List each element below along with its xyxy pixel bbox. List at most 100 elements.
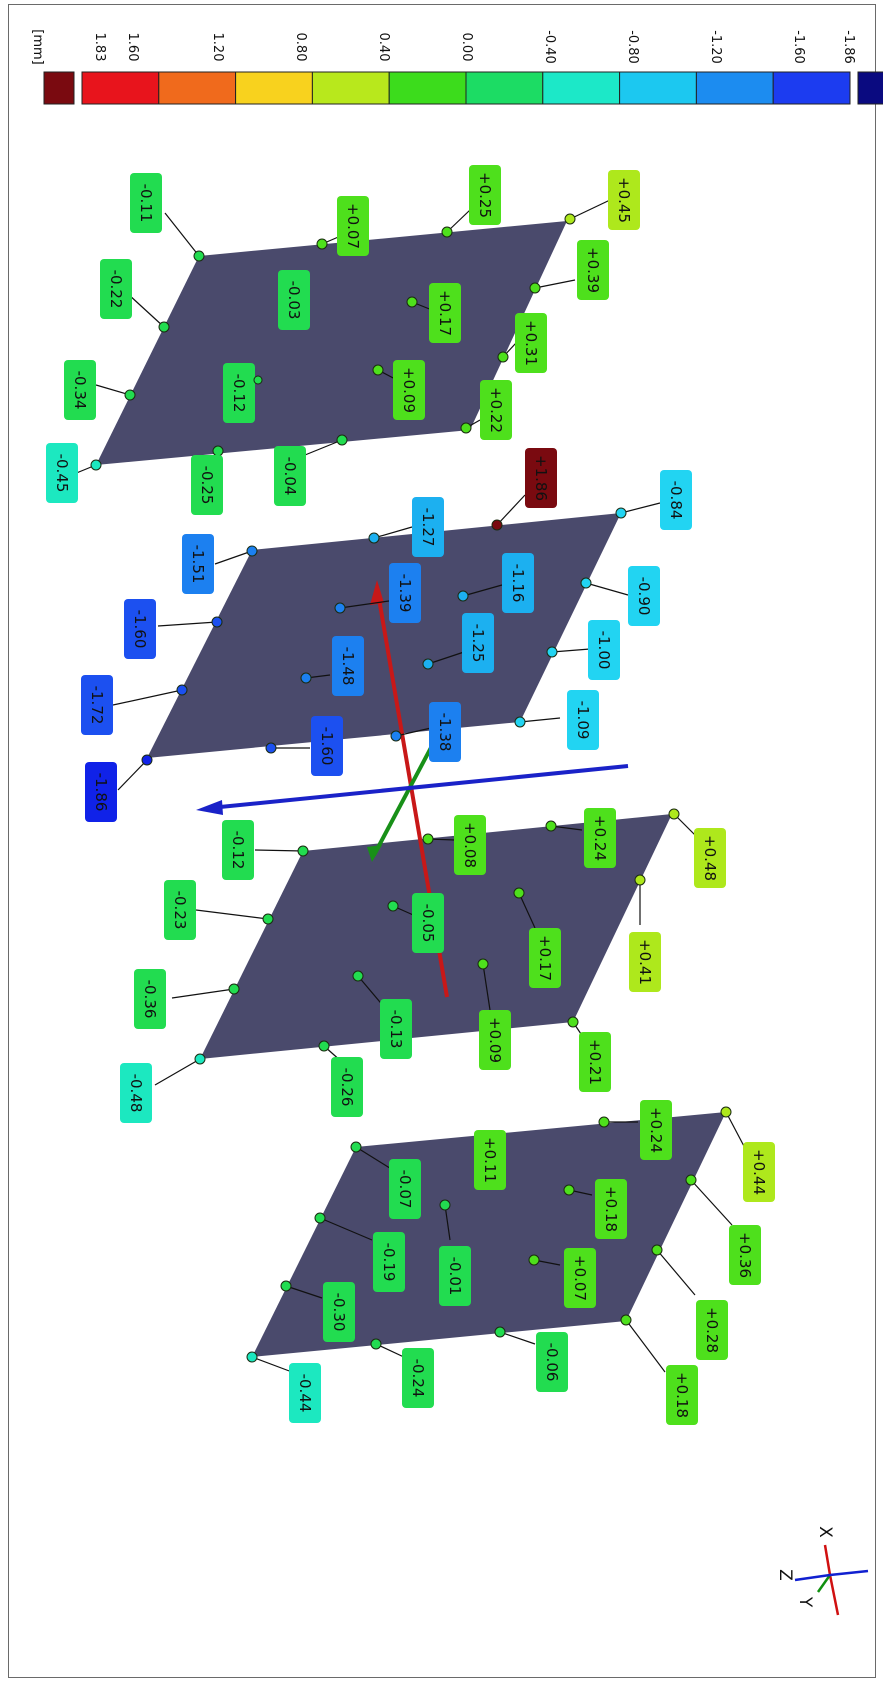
marker-p4-14[interactable]: -0.06	[494, 1326, 568, 1392]
marker-p1-11[interactable]: +0.09	[372, 360, 425, 420]
marker-p2-3[interactable]: -1.27	[368, 497, 444, 557]
svg-text:-1.48: -1.48	[339, 647, 357, 686]
marker-p2-15[interactable]: -1.60	[265, 716, 343, 776]
marker-p2-1[interactable]: +1.86	[491, 448, 557, 531]
marker-p2-4[interactable]: -1.51	[182, 534, 258, 594]
marker-p4-3[interactable]: -0.07	[350, 1141, 421, 1219]
color-legend: [mm] 1.83 1.60 1.20 0.80 0.40 0.00 -0.40…	[30, 29, 883, 105]
svg-text:-0.23: -0.23	[171, 891, 189, 930]
marker-p4-7[interactable]: -0.01	[439, 1199, 471, 1306]
svg-text:-0.03: -0.03	[285, 281, 303, 320]
marker-p1-10[interactable]: -0.12	[223, 363, 263, 423]
marker-p3-14[interactable]: -0.26	[318, 1040, 363, 1117]
svg-text:-0.13: -0.13	[387, 1010, 405, 1049]
svg-text:-0.90: -0.90	[635, 577, 653, 616]
marker-p4-13[interactable]: -0.24	[370, 1338, 434, 1408]
legend-tick: -0.80	[625, 30, 640, 64]
marker-p3-6[interactable]: -0.05	[387, 893, 444, 953]
marker-p4-4[interactable]: +0.18	[563, 1179, 627, 1239]
marker-p1-5[interactable]: -0.22	[100, 259, 170, 333]
marker-p3-4[interactable]: +0.48	[668, 808, 726, 888]
marker-p4-2[interactable]: +0.24	[598, 1100, 672, 1160]
svg-text:-0.22: -0.22	[107, 270, 125, 309]
svg-text:+0.18: +0.18	[602, 1186, 620, 1232]
marker-p2-6[interactable]: -1.16	[457, 553, 534, 613]
marker-p3-10[interactable]: -0.13	[352, 970, 412, 1059]
marker-p2-16[interactable]: -1.86	[85, 754, 153, 822]
legend-unit: [mm]	[30, 29, 45, 64]
legend-band	[158, 71, 237, 105]
svg-text:-0.34: -0.34	[71, 371, 89, 410]
marker-p2-10[interactable]: -1.00	[546, 620, 620, 680]
plate-4[interactable]	[252, 1112, 726, 1357]
marker-p3-5[interactable]: -0.23	[164, 880, 274, 940]
marker-p3-13[interactable]: -0.48	[120, 1053, 206, 1123]
marker-p2-14[interactable]: -1.09	[514, 690, 599, 750]
marker-p3-9[interactable]: -0.36	[134, 969, 240, 1029]
svg-text:-1.25: -1.25	[469, 624, 487, 663]
marker-p1-3[interactable]: +0.25	[441, 165, 501, 238]
legend-band	[81, 71, 160, 105]
marker-p1-7[interactable]: +0.17	[406, 283, 461, 343]
marker-p3-8[interactable]: +0.41	[629, 874, 661, 992]
svg-text:-1.38: -1.38	[436, 713, 454, 752]
marker-p4-10[interactable]: -0.30	[280, 1280, 355, 1342]
svg-text:+0.24: +0.24	[591, 815, 609, 861]
marker-p3-12[interactable]: +0.21	[567, 1016, 611, 1092]
marker-p4-6[interactable]: -0.19	[314, 1212, 405, 1292]
legend-bar	[81, 71, 851, 105]
marker-p1-13[interactable]: -0.45	[46, 443, 102, 503]
marker-p1-2[interactable]: +0.07	[316, 196, 369, 256]
svg-text:-1.60: -1.60	[318, 727, 336, 766]
marker-p3-7[interactable]: +0.17	[513, 887, 561, 988]
marker-p1-1[interactable]: -0.11	[130, 173, 205, 262]
svg-text:-0.25: -0.25	[198, 466, 216, 505]
marker-p2-8[interactable]: -1.60	[124, 599, 223, 659]
marker-p4-1[interactable]: +0.11	[474, 1130, 506, 1190]
svg-text:+0.48: +0.48	[701, 835, 719, 881]
marker-p1-16[interactable]: +0.22	[460, 380, 512, 440]
legend-tick: 1.83	[92, 33, 107, 62]
marker-p2-5[interactable]: -1.39	[334, 563, 421, 623]
marker-p3-1[interactable]: -0.12	[222, 820, 309, 880]
marker-p4-9[interactable]: +0.36	[685, 1174, 761, 1285]
marker-p1-12[interactable]: +0.31	[497, 313, 547, 373]
center-axis-green	[372, 741, 436, 856]
marker-p4-8[interactable]: +0.07	[528, 1248, 596, 1308]
marker-p3-2[interactable]: +0.08	[422, 815, 486, 875]
marker-p1-8[interactable]: +0.39	[529, 240, 609, 300]
plate-1[interactable]	[96, 221, 567, 465]
legend-band	[619, 71, 697, 105]
legend-tick: -1.86	[841, 30, 856, 64]
marker-p1-9[interactable]: -0.34	[64, 360, 136, 420]
triad-z-axis	[794, 1573, 831, 1582]
marker-p4-12[interactable]: -0.44	[246, 1351, 321, 1423]
marker-p1-6[interactable]: -0.03	[278, 270, 310, 330]
marker-p1-4[interactable]: +0.45	[564, 170, 640, 230]
marker-p1-14[interactable]: -0.25	[191, 445, 224, 515]
legend-band	[311, 71, 390, 105]
marker-p4-15[interactable]: +0.18	[620, 1314, 698, 1425]
svg-text:+0.21: +0.21	[586, 1039, 604, 1085]
triad-x-axis	[823, 1544, 832, 1576]
svg-text:+0.41: +0.41	[636, 939, 654, 985]
marker-p2-9[interactable]: -1.25	[422, 613, 494, 673]
svg-text:+0.36: +0.36	[736, 1232, 754, 1278]
legend-band	[695, 71, 774, 105]
marker-p2-2[interactable]: -0.84	[615, 470, 692, 530]
marker-p3-11[interactable]: +0.09	[477, 958, 511, 1070]
svg-text:+0.28: +0.28	[703, 1307, 721, 1353]
svg-text:+0.08: +0.08	[461, 822, 479, 868]
marker-p2-12[interactable]: -1.72	[81, 675, 188, 735]
marker-p3-3[interactable]: +0.24	[545, 808, 616, 868]
marker-p4-5[interactable]: +0.44	[720, 1106, 775, 1202]
svg-text:-0.24: -0.24	[409, 1359, 427, 1398]
marker-p2-11[interactable]: -1.48	[300, 636, 364, 696]
marker-p2-7[interactable]: -0.90	[580, 566, 660, 626]
marker-p4-11[interactable]: +0.28	[651, 1244, 728, 1360]
marker-p2-13[interactable]: -1.38	[390, 702, 461, 762]
svg-text:-0.84: -0.84	[667, 481, 685, 520]
marker-p1-15[interactable]: -0.04	[274, 434, 348, 506]
